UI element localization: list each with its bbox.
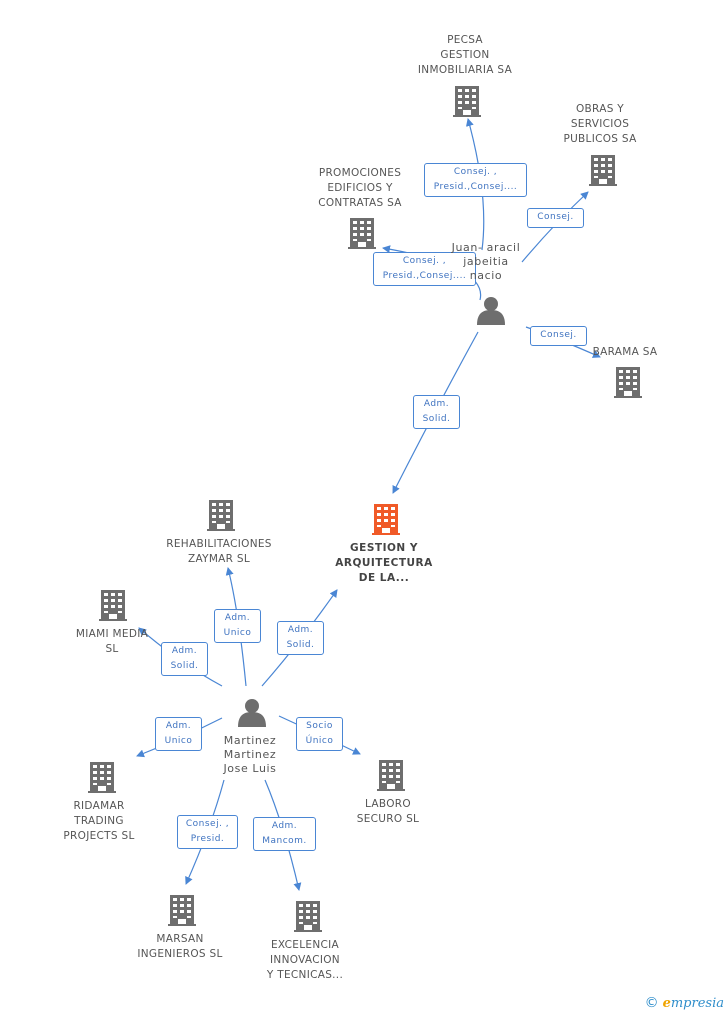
company-label-line: BARAMA SA	[592, 346, 658, 358]
company-label-pecsa[interactable]: PECSA GESTION INMOBILIARIA SA	[390, 33, 540, 78]
company-label-line: PECSA	[447, 34, 483, 46]
company-label-rehabilitaciones[interactable]: REHABILITACIONES ZAYMAR SL	[144, 537, 294, 567]
relation-label-line: Consej. ,	[402, 256, 447, 266]
building-icon-rehabilitaciones[interactable]	[207, 500, 235, 531]
relation-label-line: Mancom.	[262, 836, 307, 846]
person-icon-martinez[interactable]	[238, 699, 266, 727]
company-label-line: EDIFICIOS Y	[327, 182, 393, 194]
company-label-laboro[interactable]: LABORO SECURO SL	[313, 797, 463, 827]
relation-label-juan-gestion[interactable]: Adm. Solid.	[413, 395, 460, 429]
company-label-line: INGENIEROS SL	[137, 948, 223, 960]
relation-label-martinez-gestion[interactable]: Adm. Solid.	[277, 621, 324, 655]
relation-label-line: Solid.	[286, 640, 315, 650]
company-label-barama[interactable]: BARAMA SA	[550, 345, 700, 360]
company-label-line: ZAYMAR SL	[187, 553, 251, 565]
relation-label-juan-pecsa[interactable]: Consej. , Presid.,Consej....	[424, 163, 527, 197]
relation-label-martinez-marsan[interactable]: Consej. , Presid.	[177, 815, 238, 849]
company-label-line: ARQUITECTURA	[335, 557, 433, 569]
company-label-line: MIAMI MEDIA	[75, 628, 149, 640]
company-label-gestion[interactable]: GESTION Y ARQUITECTURA DE LA...	[309, 541, 459, 586]
building-icon-barama[interactable]	[614, 367, 642, 398]
relation-label-line: Presid.,Consej....	[433, 182, 518, 192]
company-label-ridamar[interactable]: RIDAMAR TRADING PROJECTS SL	[24, 799, 174, 844]
building-icon-laboro[interactable]	[377, 760, 405, 791]
company-label-line: OBRAS Y	[575, 103, 625, 115]
relation-label-line: Unico	[223, 628, 252, 638]
relation-label-line: Presid.,Consej....	[382, 271, 467, 281]
person-label-line: nacio	[469, 269, 503, 282]
brand-watermark: ©empresia	[645, 995, 724, 1011]
brand-initial: e	[662, 996, 671, 1011]
building-icon-marsan[interactable]	[168, 895, 196, 926]
relation-label-line: Consej. ,	[453, 167, 498, 177]
relation-label-martinez-ridamar[interactable]: Adm. Unico	[155, 717, 202, 751]
company-label-line: REHABILITACIONES	[166, 538, 272, 550]
company-label-excelencia[interactable]: EXCELENCIA INNOVACION Y TECNICAS...	[230, 938, 380, 983]
relation-label-line: Adm.	[171, 646, 198, 656]
relation-label-line: Único	[305, 736, 334, 746]
company-label-line: Y TECNICAS...	[266, 969, 344, 981]
company-label-line: GESTION Y	[350, 542, 418, 554]
relation-label-line: Adm.	[423, 399, 450, 409]
building-icon-pecsa[interactable]	[453, 86, 481, 117]
company-label-miami[interactable]: MIAMI MEDIA SL	[37, 627, 187, 657]
company-label-line: PROJECTS SL	[63, 830, 135, 842]
brand-name: mpresia	[670, 996, 724, 1011]
relation-label-line: Adm.	[224, 613, 251, 623]
relation-label-line: Adm.	[271, 821, 298, 831]
company-label-marsan[interactable]: MARSAN INGENIEROS SL	[105, 932, 255, 962]
person-label-line: Martinez	[223, 748, 277, 761]
relation-label-juan-barama[interactable]: Consej.	[530, 326, 587, 346]
company-label-line: EXCELENCIA	[271, 939, 339, 951]
relation-label-martinez-miami[interactable]: Adm. Solid.	[161, 642, 208, 676]
building-icon-gestion[interactable]	[372, 504, 400, 535]
relation-label-line: Adm.	[165, 721, 192, 731]
person-label-line: Jose Luis	[223, 762, 277, 775]
building-icon-promociones[interactable]	[348, 218, 376, 249]
relation-label-line: Solid.	[170, 661, 199, 671]
company-label-line: LABORO	[365, 798, 411, 810]
relation-label-line: Unico	[164, 736, 193, 746]
company-label-line: SECURO SL	[356, 813, 420, 825]
relation-label-juan-obras[interactable]: Consej.	[527, 208, 584, 228]
person-icon-juan[interactable]	[477, 297, 505, 325]
company-label-line: PUBLICOS SA	[563, 133, 637, 145]
company-label-line: RIDAMAR	[73, 800, 125, 812]
building-icon-excelencia[interactable]	[294, 901, 322, 932]
relation-label-line: Solid.	[422, 414, 451, 424]
relation-label-line: Consej.	[537, 212, 574, 222]
relation-label-line: Socio	[306, 721, 333, 731]
company-label-line: SERVICIOS	[570, 118, 630, 130]
person-label-line: Juan- aracil	[451, 241, 521, 254]
company-label-line: TRADING	[74, 815, 124, 827]
company-label-line: DE LA...	[358, 572, 410, 584]
building-icon-obras[interactable]	[589, 155, 617, 186]
person-label-line: Martinez	[223, 734, 277, 747]
relation-label-line: Consej. ,	[185, 819, 230, 829]
relation-label-martinez-rehabilitaciones[interactable]: Adm. Unico	[214, 609, 261, 643]
relation-label-line: Presid.	[190, 834, 225, 844]
person-label-line: jabeitia	[463, 255, 509, 268]
company-label-line: PROMOCIONES	[318, 167, 402, 179]
relation-label-line: Adm.	[287, 625, 314, 635]
building-icon-ridamar[interactable]	[88, 762, 116, 793]
relation-label-juan-promociones[interactable]: Consej. , Presid.,Consej....	[373, 252, 476, 286]
company-label-line: GESTION	[440, 49, 490, 61]
relation-label-line: Consej.	[540, 330, 577, 340]
company-label-line: INNOVACION	[270, 954, 340, 966]
company-label-line: MARSAN	[156, 933, 204, 945]
company-label-line: SL	[105, 643, 119, 655]
copyright-mark: ©	[644, 995, 659, 1011]
building-icon-miami[interactable]	[99, 590, 127, 621]
company-label-line: INMOBILIARIA SA	[417, 64, 513, 76]
company-label-obras[interactable]: OBRAS Y SERVICIOS PUBLICOS SA	[525, 102, 675, 147]
company-label-line: CONTRATAS SA	[318, 197, 402, 209]
relation-label-martinez-excelencia[interactable]: Adm. Mancom.	[253, 817, 316, 851]
company-label-promociones[interactable]: PROMOCIONES EDIFICIOS Y CONTRATAS SA	[285, 166, 435, 211]
